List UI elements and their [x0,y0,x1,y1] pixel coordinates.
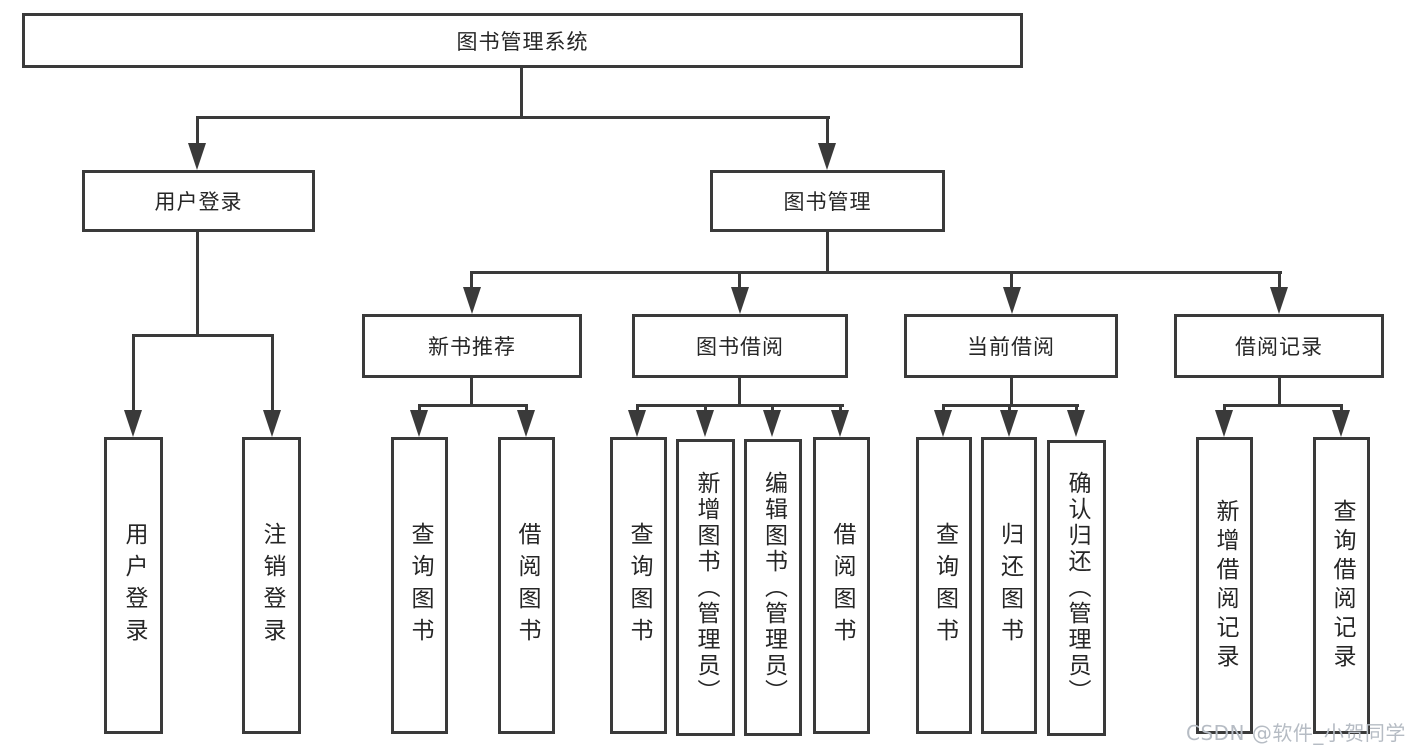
leaf-borrow-books-recommend: 借阅图书 [498,437,555,734]
connector-line [196,116,199,146]
watermark: CSDN @软件_小贺同学 [1186,721,1405,745]
leaf-query-books-borrowing-label: 查询图书 [626,521,652,650]
connector-line [826,116,829,146]
connector-line [1278,378,1281,407]
node-current-borrowing: 当前借阅 [904,314,1118,378]
node-book-borrowing: 图书借阅 [632,314,848,378]
arrow-down-icon [463,287,481,314]
connector-line [1010,378,1013,407]
arrow-down-icon [263,410,281,437]
connector-line [196,116,830,119]
connector-line [1223,404,1343,407]
leaf-add-books-admin: 新增图书（管理员） [676,439,735,736]
connector-line [271,334,274,413]
arrow-down-icon [818,143,836,170]
connector-line [132,334,135,413]
connector-line [418,404,528,407]
leaf-borrow-books-borrowing: 借阅图书 [813,437,870,734]
arrow-down-icon [934,410,952,437]
node-borrowing-records-label: 借阅记录 [1235,335,1323,359]
arrow-down-icon [1003,287,1021,314]
connector-line [738,378,741,407]
arrow-down-icon [1000,410,1018,437]
node-book-borrowing-label: 图书借阅 [696,335,784,359]
arrow-down-icon [410,410,428,437]
connector-line [520,68,523,119]
arrow-down-icon [731,287,749,314]
leaf-logout-label: 注销登录 [259,521,285,650]
connector-line [1278,271,1281,290]
arrow-down-icon [124,410,142,437]
node-borrowing-records: 借阅记录 [1174,314,1384,378]
leaf-add-borrow-record-label: 新增借阅记录 [1212,498,1238,673]
leaf-borrow-books-recommend-label: 借阅图书 [514,521,540,650]
arrow-down-icon [1215,410,1233,437]
leaf-query-borrow-record-label: 查询借阅记录 [1329,498,1355,673]
arrow-down-icon [1067,410,1085,437]
connector-line [738,271,741,290]
node-new-book-recommend-label: 新书推荐 [428,335,516,359]
connector-line [1010,271,1013,290]
node-user-login: 用户登录 [82,170,315,232]
leaf-query-books-recommend-label: 查询图书 [407,521,433,650]
leaf-confirm-return-admin: 确认归还（管理员） [1047,440,1106,736]
arrow-down-icon [831,410,849,437]
leaf-confirm-return-admin-label: 确认归还（管理员） [1064,471,1090,705]
connector-line [196,232,199,337]
arrow-down-icon [188,143,206,170]
leaf-user-login: 用户登录 [104,437,163,734]
node-library-system: 图书管理系统 [22,13,1023,68]
leaf-return-books-label: 归还图书 [996,521,1023,650]
leaf-edit-books-admin: 编辑图书（管理员） [744,439,802,736]
leaf-query-books-current-label: 查询图书 [931,521,958,650]
leaf-edit-books-admin-label: 编辑图书（管理员） [760,470,787,705]
arrow-down-icon [1332,410,1350,437]
leaf-query-books-current: 查询图书 [916,437,972,734]
connector-line [132,334,274,337]
connector-line [826,232,829,274]
connector-line [470,378,473,407]
node-current-borrowing-label: 当前借阅 [967,335,1055,359]
leaf-query-books-recommend: 查询图书 [391,437,448,734]
leaf-user-login-label: 用户登录 [121,521,147,650]
arrow-down-icon [628,410,646,437]
leaf-add-borrow-record: 新增借阅记录 [1196,437,1253,734]
node-user-login-label: 用户登录 [154,190,243,214]
leaf-add-books-admin-label: 新增图书（管理员） [693,470,719,705]
arrow-down-icon [517,410,535,437]
leaf-logout: 注销登录 [242,437,301,734]
leaf-query-borrow-record: 查询借阅记录 [1313,437,1370,734]
leaf-query-books-borrowing: 查询图书 [610,437,667,734]
leaf-return-books: 归还图书 [981,437,1037,734]
leaf-borrow-books-borrowing-label: 借阅图书 [829,521,855,650]
node-new-book-recommend: 新书推荐 [362,314,582,378]
node-library-system-label: 图书管理系统 [456,29,589,54]
connector-line [470,271,1282,274]
node-book-management-label: 图书管理 [783,190,872,214]
arrow-down-icon [763,410,781,437]
arrow-down-icon [1270,287,1288,314]
connector-line [470,271,473,290]
arrow-down-icon [696,410,714,437]
connector-line [636,404,844,407]
node-book-management: 图书管理 [710,170,945,232]
